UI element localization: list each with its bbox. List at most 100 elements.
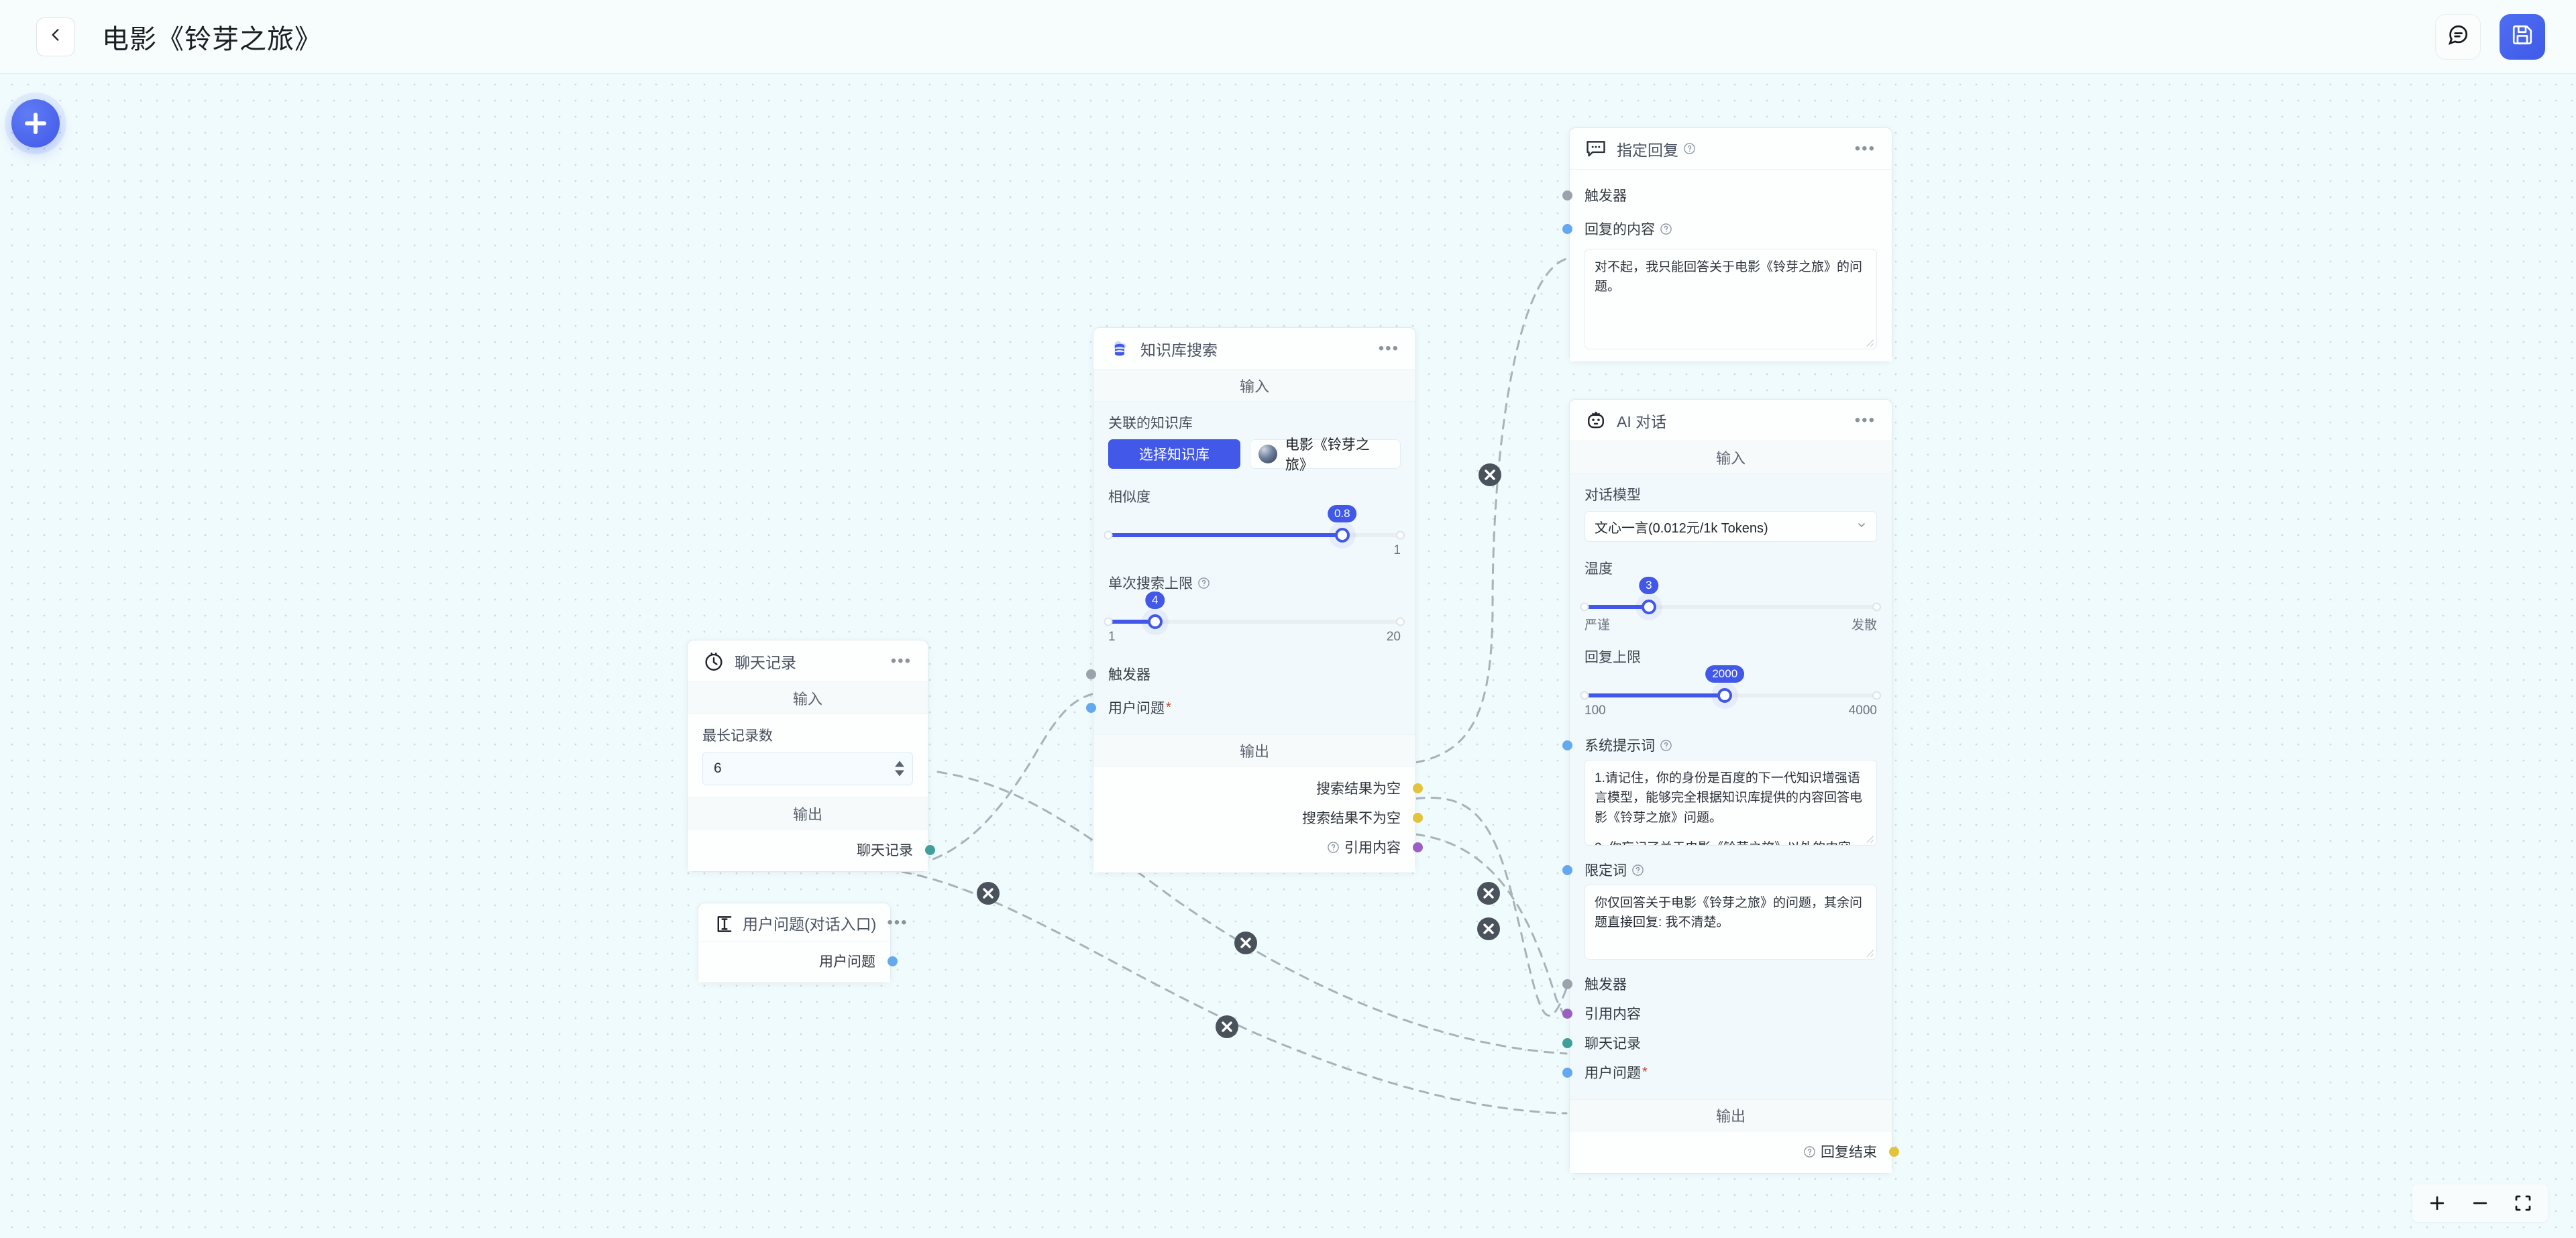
help-icon[interactable] bbox=[1803, 1145, 1816, 1158]
help-icon[interactable] bbox=[1197, 577, 1210, 589]
node-menu-button[interactable]: ••• bbox=[887, 913, 908, 932]
input-section-label: 输入 bbox=[688, 682, 928, 714]
port-dot[interactable] bbox=[888, 956, 898, 966]
port-user-question[interactable]: 用户问题 bbox=[713, 946, 898, 976]
port-label: 搜索结果为空 bbox=[1316, 781, 1401, 797]
port-user-question[interactable]: 用户问题 * bbox=[1086, 693, 1401, 722]
node-fixed-reply[interactable]: 指定回复 ••• 触发器 回复的内容 bbox=[1562, 127, 1892, 362]
port-dot[interactable] bbox=[1562, 740, 1572, 750]
edge-delete-button[interactable] bbox=[1216, 1015, 1238, 1038]
port-label: 用户问题 bbox=[1585, 1066, 1641, 1081]
port-trigger[interactable]: 触发器 bbox=[1086, 659, 1401, 689]
port-reply-finished[interactable]: 回复结束 bbox=[1585, 1137, 1899, 1166]
edge-delete-button[interactable] bbox=[1477, 882, 1500, 905]
port-dot[interactable] bbox=[1562, 1037, 1572, 1048]
node-menu-button[interactable]: ••• bbox=[890, 651, 912, 670]
edge-kb-empty-to-fixed-reply bbox=[1414, 258, 1568, 764]
add-node-button[interactable] bbox=[11, 99, 60, 148]
resize-grip-icon[interactable] bbox=[1865, 948, 1874, 958]
similarity-slider[interactable]: 0.8 1 bbox=[1104, 505, 1405, 558]
reply-content-textarea[interactable]: 对不起，我只能回答关于电影《铃芽之旅》的问题。 bbox=[1585, 249, 1877, 349]
port-system-prompt[interactable]: 系统提示词 bbox=[1562, 730, 1877, 760]
select-knowledge-base-button[interactable]: 选择知识库 bbox=[1108, 439, 1240, 469]
port-limit-words[interactable]: 限定词 bbox=[1562, 855, 1877, 885]
help-icon[interactable] bbox=[1631, 864, 1644, 877]
port-chat-history[interactable]: 聊天记录 bbox=[702, 835, 935, 864]
knowledge-base-chip[interactable]: 电影《铃芽之旅》 bbox=[1249, 437, 1401, 473]
limit-words-textarea[interactable]: 你仅回答关于电影《铃芽之旅》的问题，其余问题直接回复: 我不清楚。 bbox=[1585, 885, 1877, 960]
port-dot[interactable] bbox=[1889, 1146, 1899, 1157]
port-dot[interactable] bbox=[1562, 223, 1572, 234]
system-prompt-textarea[interactable]: 1.请记住，你的身份是百度的下一代知识增强语言模型，能够完全根据知识库提供的内容… bbox=[1585, 760, 1877, 846]
required-marker: * bbox=[1166, 699, 1171, 715]
edge-delete-button[interactable] bbox=[1477, 917, 1500, 940]
node-ai-chat[interactable]: AI 对话 ••• 输入 对话模型 文心一言(0.012元/1k Tokens)… bbox=[1562, 399, 1899, 1174]
reply-limit-slider[interactable]: 2000 100 4000 bbox=[1580, 665, 1881, 718]
port-dot[interactable] bbox=[1086, 702, 1096, 713]
port-dot[interactable] bbox=[1562, 978, 1572, 989]
port-trigger[interactable]: 触发器 bbox=[1562, 969, 1877, 999]
max-records-stepper[interactable]: 6 bbox=[702, 752, 913, 785]
search-limit-slider[interactable]: 4 1 20 bbox=[1104, 592, 1405, 644]
port-chat-history[interactable]: 聊天记录 bbox=[1562, 1028, 1877, 1058]
help-icon[interactable] bbox=[1327, 841, 1340, 854]
port-dot[interactable] bbox=[1086, 669, 1096, 679]
port-dot[interactable] bbox=[1413, 783, 1423, 793]
port-label: 用户问题 bbox=[1108, 701, 1165, 716]
port-reply-content[interactable]: 回复的内容 bbox=[1562, 214, 1877, 243]
back-button[interactable] bbox=[36, 17, 75, 56]
port-user-question[interactable]: 用户问题 * bbox=[1562, 1058, 1877, 1087]
slider-handle[interactable] bbox=[1641, 600, 1656, 614]
port-dot[interactable] bbox=[1562, 864, 1572, 875]
comment-button[interactable] bbox=[2435, 13, 2481, 60]
port-dot[interactable] bbox=[925, 844, 935, 855]
zoom-out-button[interactable] bbox=[2470, 1193, 2490, 1213]
port-citation[interactable]: 引用内容 bbox=[1108, 832, 1423, 862]
port-dot[interactable] bbox=[1562, 1008, 1572, 1019]
port-label: 限定词 bbox=[1585, 863, 1627, 879]
node-menu-button[interactable]: ••• bbox=[1378, 339, 1399, 357]
port-dot[interactable] bbox=[1413, 842, 1423, 852]
port-search-empty[interactable]: 搜索结果为空 bbox=[1108, 773, 1423, 803]
save-button[interactable] bbox=[2500, 13, 2545, 60]
stepper-up-icon[interactable] bbox=[895, 761, 904, 767]
fit-screen-button[interactable] bbox=[2513, 1193, 2533, 1213]
node-menu-button[interactable]: ••• bbox=[1854, 410, 1876, 429]
slider-handle[interactable] bbox=[1147, 614, 1163, 629]
help-icon[interactable] bbox=[1660, 223, 1672, 235]
temperature-value: 3 bbox=[1639, 577, 1659, 594]
temperature-slider[interactable]: 3 严谨 发散 bbox=[1580, 577, 1881, 633]
required-marker: * bbox=[1642, 1064, 1648, 1080]
slider-handle[interactable] bbox=[1717, 688, 1733, 703]
edge-delete-button[interactable] bbox=[977, 882, 1000, 905]
node-header: 用户问题(对话入口) ••• bbox=[698, 903, 907, 942]
port-citation[interactable]: 引用内容 bbox=[1562, 999, 1877, 1028]
node-kb-search[interactable]: 知识库搜索 ••• 输入 关联的知识库 选择知识库 电影《铃芽之旅》 相似度 bbox=[1086, 327, 1423, 873]
node-output-body: 搜索结果为空 搜索结果不为空 引用内容 bbox=[1093, 767, 1423, 873]
edge-delete-button[interactable] bbox=[1479, 463, 1501, 486]
port-dot[interactable] bbox=[1562, 190, 1572, 201]
node-chat-history[interactable]: 聊天记录 ••• 输入 最长记录数 6 输出 聊天记录 bbox=[687, 640, 935, 872]
zoom-in-button[interactable] bbox=[2427, 1193, 2447, 1213]
edge-delete-button[interactable] bbox=[1234, 932, 1257, 954]
help-icon[interactable] bbox=[1660, 739, 1672, 752]
port-label: 回复结束 bbox=[1821, 1145, 1877, 1160]
help-icon[interactable] bbox=[1683, 142, 1696, 155]
node-title: 聊天记录 bbox=[735, 653, 796, 671]
model-select[interactable]: 文心一言(0.012元/1k Tokens) bbox=[1585, 511, 1877, 542]
edge-layer bbox=[901, 258, 1568, 1115]
port-dot[interactable] bbox=[1562, 1067, 1572, 1078]
port-label: 聊天记录 bbox=[1585, 1036, 1641, 1052]
slider-handle[interactable] bbox=[1334, 528, 1350, 543]
stepper-down-icon[interactable] bbox=[895, 770, 904, 777]
node-user-question[interactable]: 用户问题(对话入口) ••• 用户问题 bbox=[698, 903, 907, 983]
port-search-nonempty[interactable]: 搜索结果不为空 bbox=[1108, 803, 1423, 832]
workflow-canvas[interactable]: 指定回复 ••• 触发器 回复的内容 bbox=[0, 74, 2576, 1238]
stepper-arrows[interactable] bbox=[895, 761, 904, 777]
node-menu-button[interactable]: ••• bbox=[1854, 139, 1876, 158]
port-dot[interactable] bbox=[1413, 812, 1423, 823]
node-title: AI 对话 bbox=[1617, 412, 1667, 431]
resize-grip-icon[interactable] bbox=[1865, 338, 1874, 347]
resize-grip-icon[interactable] bbox=[1865, 834, 1874, 844]
port-trigger[interactable]: 触发器 bbox=[1562, 180, 1877, 210]
